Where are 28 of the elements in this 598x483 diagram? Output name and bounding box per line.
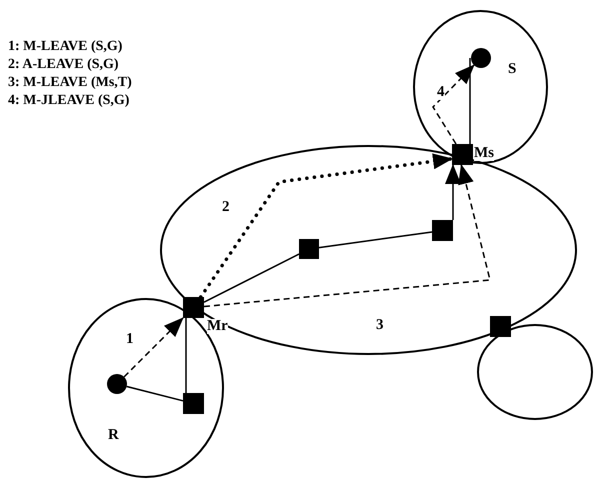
network-circle <box>477 324 593 420</box>
link-line <box>126 386 184 402</box>
region-label: R <box>108 428 119 443</box>
edge-label: 4 <box>437 85 444 100</box>
network-ellipse <box>160 145 577 355</box>
note-text: 2: A-LEAVE (S,G) <box>8 56 120 74</box>
arrow <box>198 153 454 299</box>
link-line <box>204 253 300 303</box>
note-text: 3: M-LEAVE (Ms,T) <box>8 74 132 92</box>
arrow <box>124 317 184 378</box>
region-label: S <box>508 62 516 77</box>
note-text: 1: M-LEAVE (S,G) <box>8 38 124 56</box>
router-square <box>183 393 204 414</box>
link-line <box>318 231 432 248</box>
host-dot <box>107 374 127 394</box>
note-text: 4: M-JLEAVE (S,G) <box>8 92 130 110</box>
router-label: Mr <box>207 319 228 334</box>
region-ellipse <box>413 10 548 164</box>
link-line <box>185 318 187 393</box>
arrow <box>445 164 461 220</box>
link-line <box>469 58 471 144</box>
router-label: Ms <box>474 146 494 161</box>
router-square <box>432 220 453 241</box>
arrow <box>204 164 491 308</box>
router-square <box>183 297 204 318</box>
router-square <box>299 239 319 259</box>
host-dot <box>471 48 491 68</box>
arrow <box>432 64 475 144</box>
